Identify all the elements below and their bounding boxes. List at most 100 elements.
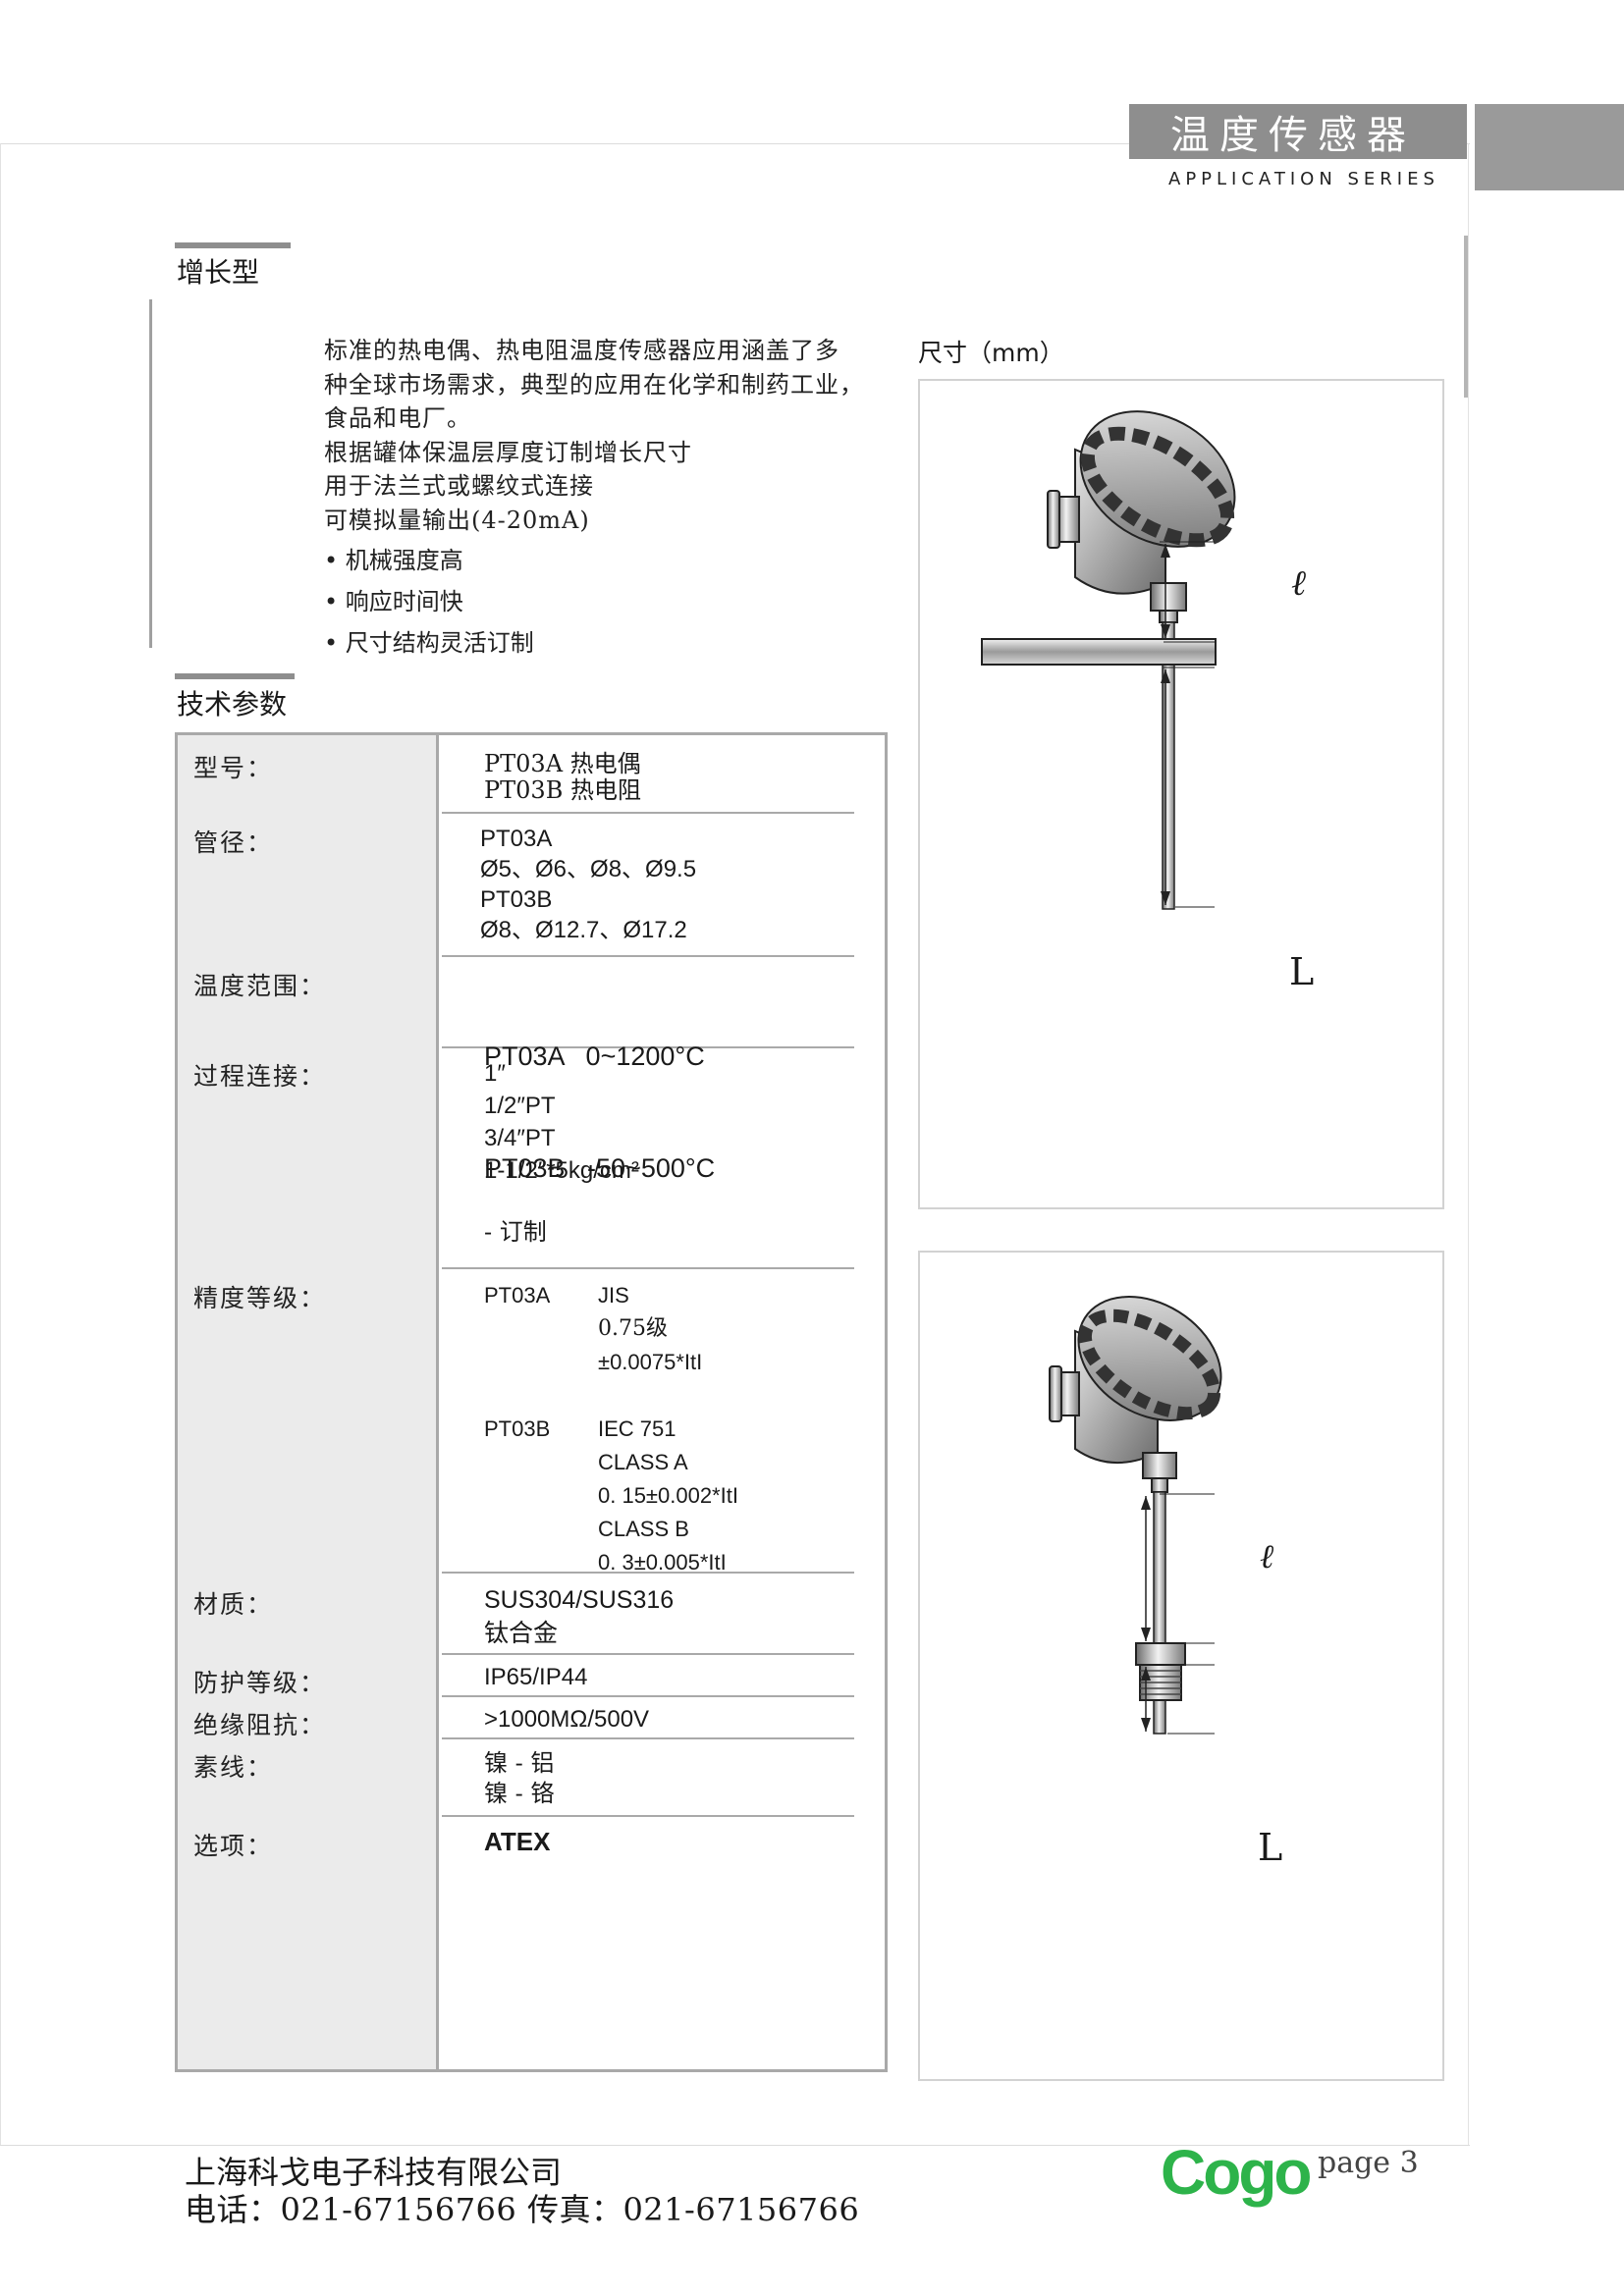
page-frame-left (0, 143, 1, 2146)
cable-gland-cap (1049, 1365, 1062, 1422)
spec-value: 镍 - 铬 (484, 1780, 555, 1807)
feature-bullets: • 机械强度高 • 响应时间快 • 尺寸结构灵活订制 (324, 540, 534, 664)
neck-nut (1150, 582, 1187, 612)
intro-divider (149, 299, 152, 648)
page-number: page 3 (1318, 2146, 1419, 2180)
intro-text: 标准的热电偶、热电阻温度传感器应用涵盖了多 种全球市场需求，典型的应用在化学和制… (324, 334, 864, 537)
row-divider (442, 1572, 854, 1574)
page-frame-top (0, 143, 1470, 144)
row-divider (442, 1737, 854, 1739)
flange-sensor-drawing: ℓ L (918, 379, 1444, 1209)
spec-value: 0. 3±0.005*ItI (598, 1550, 727, 1575)
spec-value: IEC 751 (598, 1416, 677, 1441)
neck (1151, 1477, 1168, 1493)
threaded-sensor-svg (1049, 1296, 1222, 1735)
row-divider (442, 1653, 854, 1655)
intro-line: 根据罐体保温层厚度订制增长尺寸 (324, 438, 692, 466)
hex-nut (1135, 1642, 1186, 1666)
spec-value: 1-1/2″*5kg/cm² (484, 1157, 639, 1184)
spec-value: JIS (598, 1283, 629, 1308)
category-title: 温度传感器 (1129, 104, 1467, 159)
contact-info: 电话：021-67156766 传真：021-67156766 (185, 2191, 860, 2228)
spec-value: Ø5、Ø6、Ø8、Ø9.5 (480, 856, 697, 882)
section-title-tech-params: 技术参数 (177, 688, 288, 721)
spec-label-wire: 素线： (193, 1753, 274, 1782)
right-margin-mark (1464, 236, 1468, 398)
spec-value: CLASS A (598, 1450, 688, 1474)
spec-accuracy-b-values: IEC 751 CLASS A 0. 15±0.002*ItI CLASS B … (598, 1413, 738, 1579)
intro-line: 种全球市场需求，典型的应用在化学和制药工业， (324, 370, 864, 399)
section-title-extended-type: 增长型 (177, 256, 260, 289)
section-bar (175, 242, 291, 248)
spec-label-protection: 防护等级： (193, 1669, 327, 1697)
spec-label-option: 选项： (193, 1832, 274, 1860)
spec-value: PT03A 0~1200°C (484, 1041, 705, 1071)
spec-value: PT03A (480, 826, 553, 852)
neck (1159, 610, 1178, 623)
spec-value: PT03B -50~500°C (484, 1153, 716, 1183)
row-divider (442, 1046, 854, 1048)
spec-model-values: PT03A 热电偶 PT03B 热电阻 (484, 749, 641, 806)
cap-ribs (1080, 426, 1235, 548)
spec-value: >1000MΩ/500V (484, 1706, 650, 1733)
intro-line: 食品和电厂。 (324, 404, 471, 432)
spec-accuracy-model-b: PT03B (484, 1416, 551, 1441)
section-bar (175, 673, 295, 679)
spec-label-tube: 管径： (193, 828, 274, 857)
spec-value: 1″ (484, 1060, 506, 1087)
spec-value: ATEX (484, 1827, 551, 1856)
spec-value: PT03B 热电阻 (484, 776, 641, 804)
spec-accuracy-model-a: PT03A (484, 1283, 551, 1308)
row-divider (442, 1267, 854, 1269)
neck-nut (1142, 1452, 1177, 1479)
spec-value: Ø8、Ø12.7、Ø17.2 (480, 917, 687, 943)
page-frame-bottom (0, 2145, 1470, 2146)
spec-value: 镍 - 铝 (484, 1749, 555, 1777)
spec-value: 3/4″PT (484, 1125, 556, 1151)
spec-temp-values: PT03A 0~1200°C PT03B -50~500°C (484, 963, 715, 1261)
cogo-logo: Cogo (1161, 2137, 1312, 2208)
dimensions-title: 尺寸（mm） (918, 339, 1064, 367)
spec-value: 钛合金 (484, 1619, 559, 1647)
spec-label-temperature: 温度范围： (193, 972, 327, 1000)
spec-process-values: 1″ 1/2″PT 3/4″PT 1-1/2″*5kg/cm² - 订制 (484, 1057, 639, 1249)
spec-value: PT03B (480, 886, 553, 913)
spec-value: IP65/IP44 (484, 1664, 588, 1690)
spec-label-column (178, 735, 439, 2069)
spec-label-accuracy: 精度等级： (193, 1284, 327, 1312)
cable-gland-cap (1047, 490, 1060, 549)
row-divider (442, 1815, 854, 1817)
spec-value: 1/2″PT (484, 1093, 556, 1119)
row-divider (442, 955, 854, 957)
dimension-label-l: ℓ (1260, 1537, 1274, 1576)
spec-accuracy-a-values: JIS 0.75级 ±0.0075*ItI (598, 1279, 702, 1379)
bullet-item: • 尺寸结构灵活订制 (324, 629, 534, 657)
spec-label-insulation: 绝缘阻抗： (193, 1711, 327, 1739)
spec-value: 0. 15±0.002*ItI (598, 1483, 738, 1508)
intro-line: 标准的热电偶、热电阻温度传感器应用涵盖了多 (324, 337, 839, 364)
spec-table: 型号： PT03A 热电偶 PT03B 热电阻 管径： PT03A Ø5、Ø6、… (175, 732, 888, 2072)
spec-wire-values: 镍 - 铝 镍 - 铬 (484, 1748, 554, 1809)
spec-material-values: SUS304/SUS316 钛合金 (484, 1583, 674, 1650)
spec-label-material: 材质： (193, 1590, 274, 1619)
row-divider (442, 812, 854, 814)
bullet-item: • 响应时间快 (324, 588, 463, 615)
spec-value: CLASS B (598, 1517, 689, 1541)
dimension-label-L: L (1258, 1826, 1283, 1869)
spec-value: - 订制 (484, 1218, 547, 1246)
series-subtitle: APPLICATION SERIES (1168, 169, 1439, 189)
intro-line: 可模拟量输出(4-20mA) (324, 506, 590, 534)
page-frame-right (1468, 143, 1469, 2146)
spec-value: 0.75级 (598, 1316, 668, 1341)
threaded-sensor-drawing: ℓ L (918, 1251, 1444, 2081)
spec-value: ±0.0075*ItI (598, 1350, 703, 1374)
cap-dome (1079, 410, 1236, 548)
flange-plate (981, 638, 1217, 666)
flange-sensor-svg (981, 410, 1236, 910)
category-side-block (1475, 104, 1624, 190)
spec-label-model: 型号： (193, 754, 274, 782)
spec-value: PT03A 热电偶 (484, 750, 641, 777)
dimension-label-L: L (1289, 950, 1315, 993)
cap-ribs (1078, 1308, 1221, 1420)
spec-value: SUS304/SUS316 (484, 1586, 675, 1614)
